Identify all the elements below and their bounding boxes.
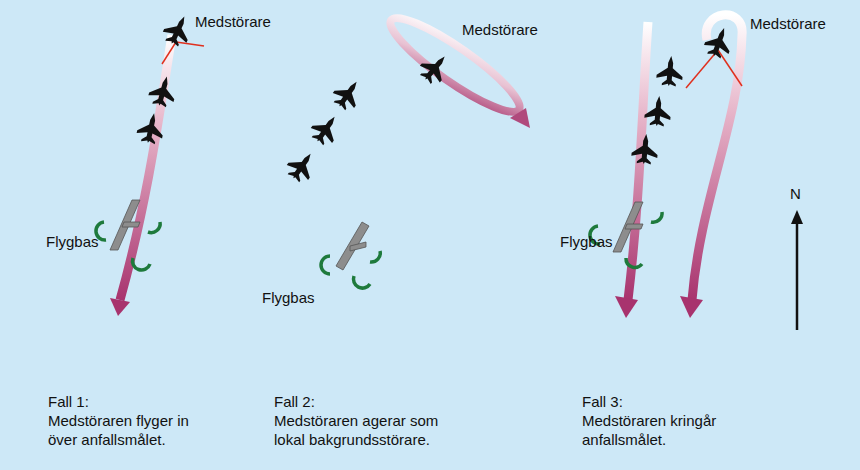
aircraft-label: Medstörare	[460, 20, 540, 39]
caption-text: Medstöraren kringår anfallsmålet.	[582, 411, 732, 449]
attack-aircraft	[307, 109, 346, 148]
attack-aircraft	[147, 73, 180, 109]
flight-path	[692, 15, 742, 300]
arrow-head	[510, 108, 530, 128]
jammer-aircraft	[160, 11, 196, 49]
caption-text: Medstöraren flyger in över anfallsmålet.	[48, 411, 200, 449]
attack-aircraft	[631, 133, 660, 165]
jammer-aircraft	[702, 23, 737, 60]
attack-aircraft	[329, 74, 368, 113]
caption-heading: Fall 1:	[48, 392, 89, 411]
jamming-beam	[162, 42, 204, 64]
aircraft-label: Medstörare	[748, 14, 828, 33]
air-defence-symbol	[321, 251, 380, 288]
air-base	[613, 202, 643, 252]
compass-label: N	[790, 184, 801, 203]
base-label: Flygbas	[560, 232, 613, 251]
base-label: Flygbas	[46, 232, 99, 251]
caption-text: Medstöraren agerar som lokal bakgrundsst…	[274, 411, 454, 449]
arrow-head	[680, 296, 703, 318]
attack-aircraft	[283, 146, 322, 185]
air-base	[110, 200, 140, 250]
north-arrow	[791, 210, 803, 330]
base-label: Flygbas	[262, 288, 315, 307]
jammer-aircraft	[415, 48, 454, 88]
air-defence-symbol	[96, 222, 160, 270]
flight-path	[120, 35, 172, 300]
caption-heading: Fall 2:	[274, 392, 315, 411]
arrow-head	[615, 296, 638, 318]
caption-heading: Fall 3:	[582, 392, 623, 411]
attack-aircraft	[656, 55, 685, 87]
arrow-head	[110, 298, 130, 316]
attack-aircraft	[135, 111, 167, 146]
air-base	[336, 222, 369, 270]
attack-aircraft	[644, 95, 673, 127]
aircraft-label: Medstörare	[193, 12, 273, 31]
